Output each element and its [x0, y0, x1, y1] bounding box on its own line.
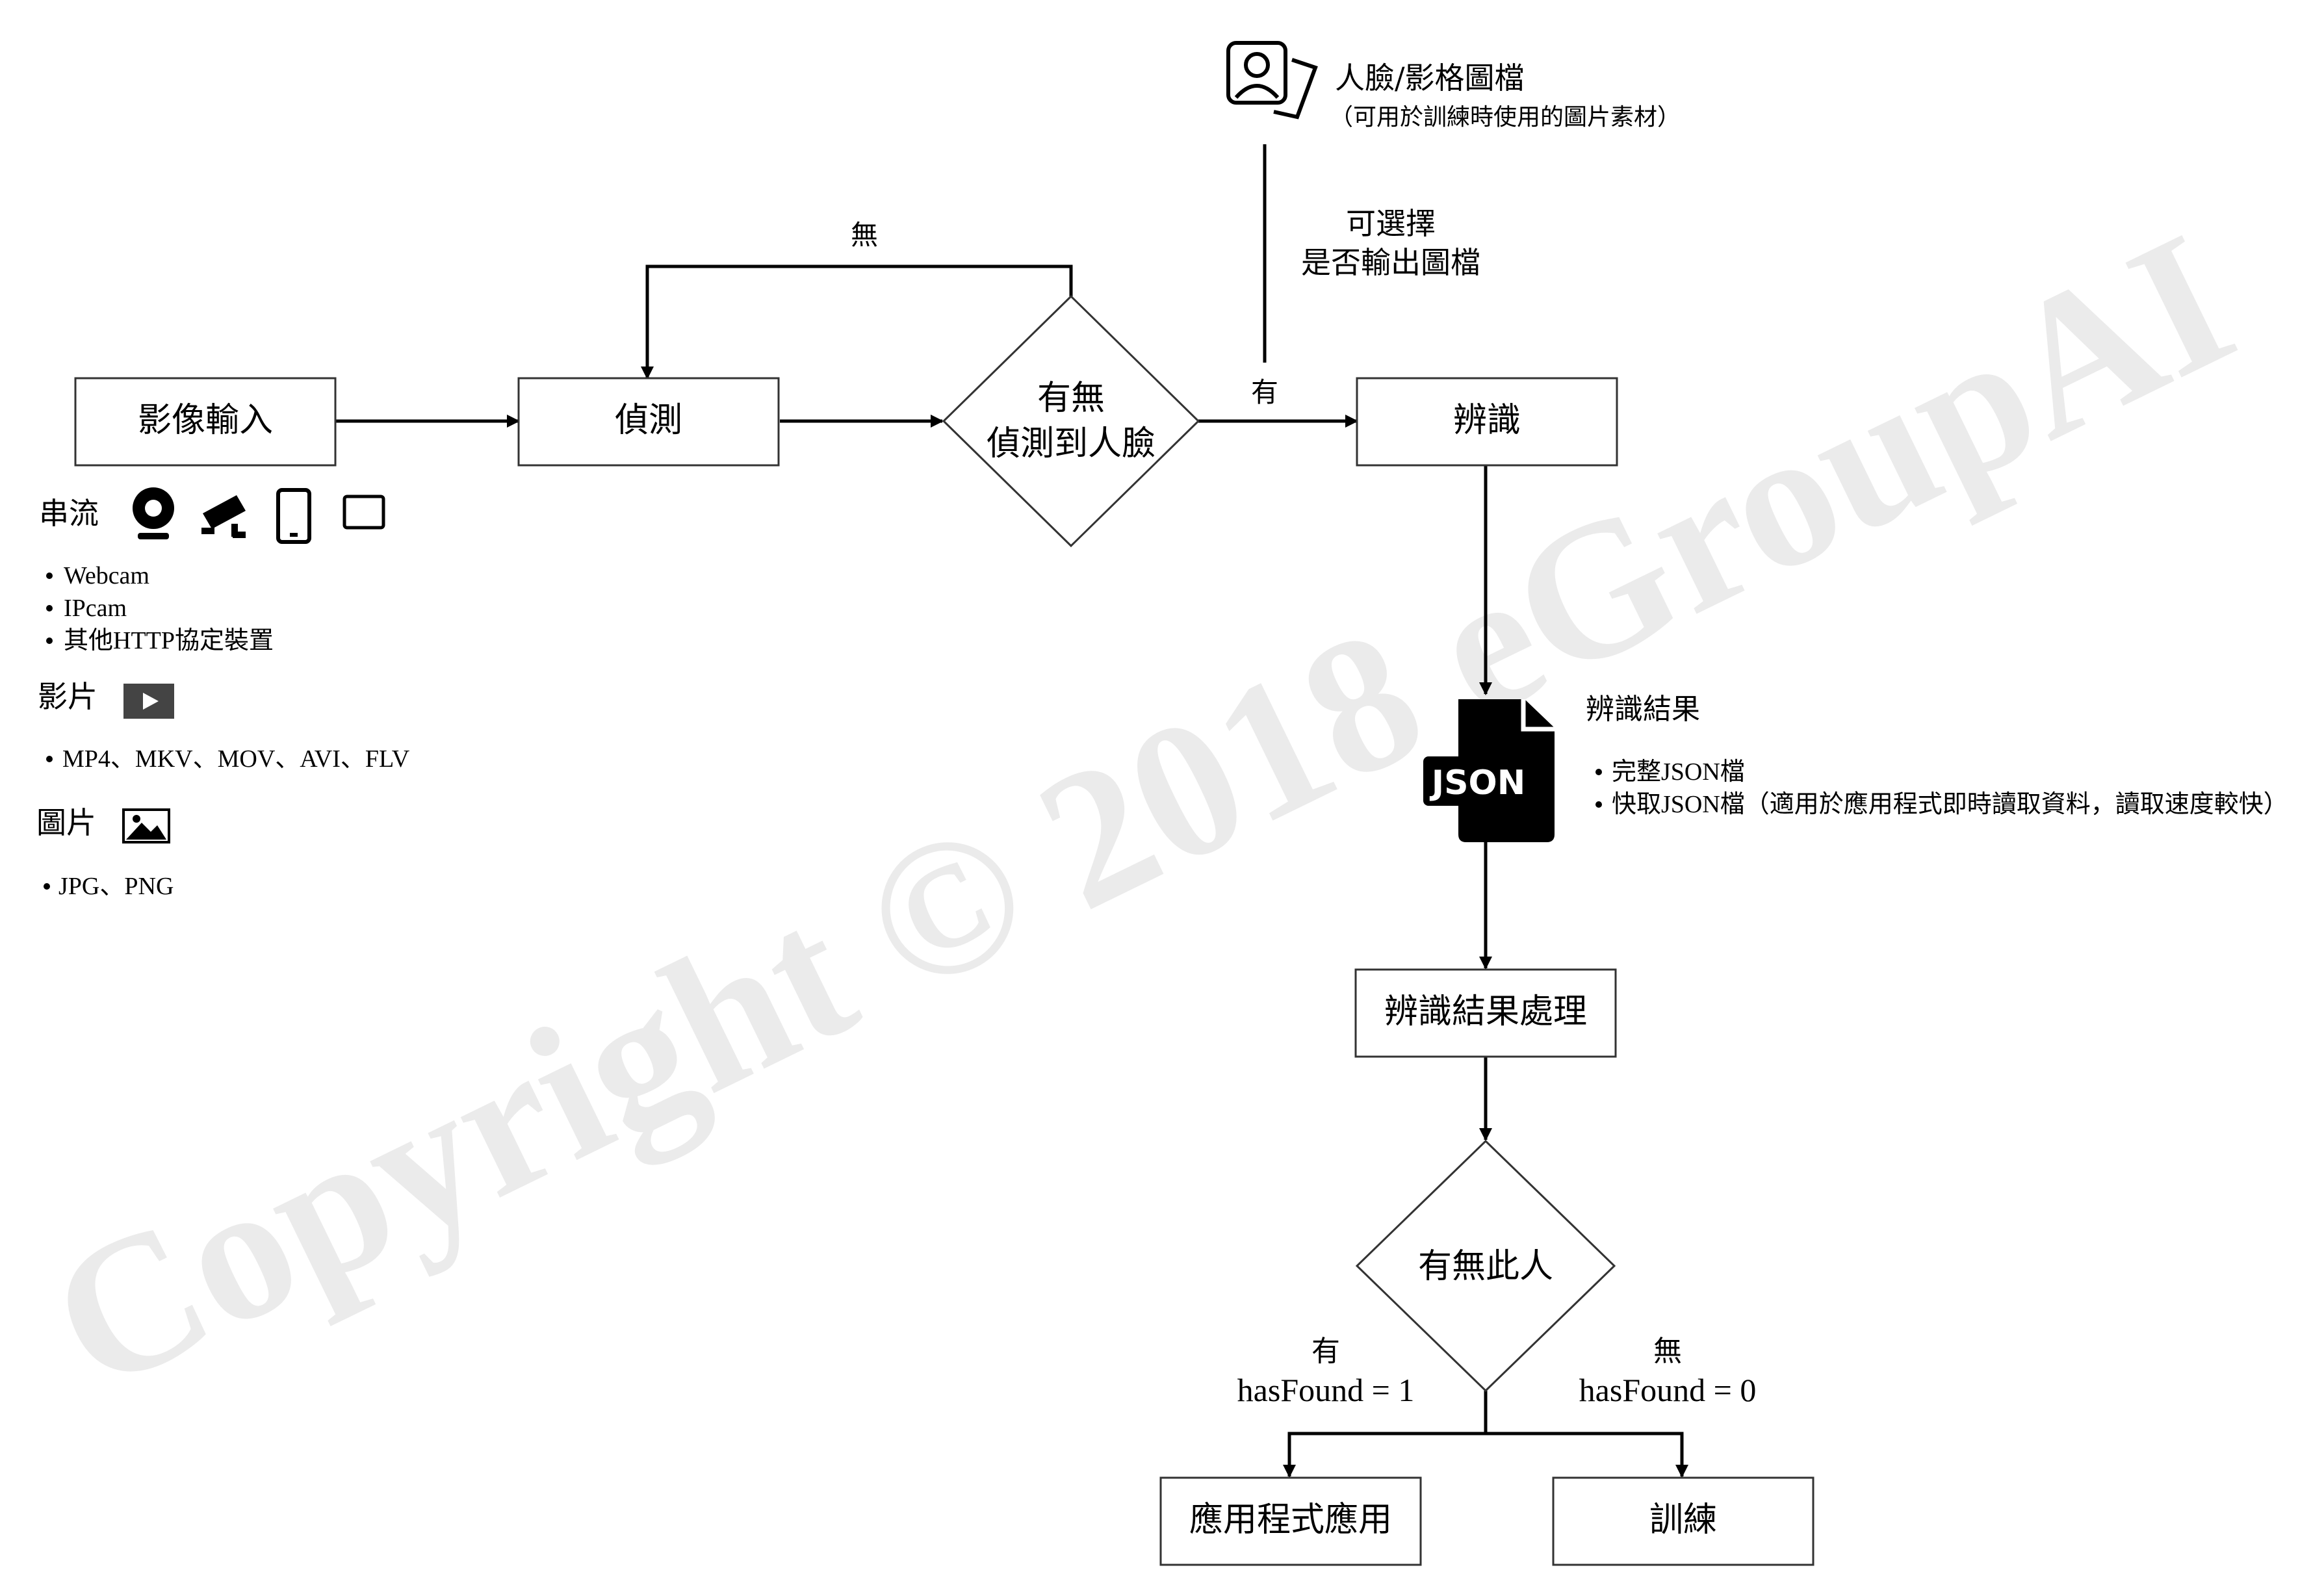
edge-label-optional-2: 是否輸出圖檔	[1301, 245, 1480, 280]
node-application: 應用程式應用	[1159, 1476, 1422, 1566]
svg-text:辨識結果處理: 辨識結果處理	[1384, 992, 1587, 1031]
edge-label-found-yes-value: hasFound = 1	[1237, 1372, 1415, 1408]
result-title: 辨識結果	[1586, 693, 1700, 726]
node-recognize: 辨識	[1356, 377, 1618, 467]
node-image-input: 影像輸入	[74, 377, 337, 467]
edge-label-found-no: 無	[1653, 1335, 1682, 1368]
image-item: JPG、PNG	[58, 873, 174, 900]
edge-label-found-yes: 有	[1311, 1335, 1340, 1368]
edge-label-optional-1: 可選擇	[1346, 206, 1436, 241]
video-label: 影片	[38, 679, 97, 714]
edge-label-found-no-value: hasFound = 0	[1579, 1372, 1757, 1408]
svg-text:影像輸入: 影像輸入	[138, 401, 273, 440]
stream-item: 其他HTTP協定裝置	[64, 627, 274, 654]
node-detect: 偵測	[517, 377, 780, 467]
stream-label: 串流	[39, 496, 99, 531]
connectors	[335, 144, 1688, 1478]
face-output-title: 人臉/影格圖檔	[1335, 60, 1525, 96]
decision-person-found: 有無此人	[1355, 1139, 1616, 1393]
svg-text:偵測到人臉: 偵測到人臉	[987, 424, 1156, 463]
stream-item: IPcam	[64, 595, 127, 622]
webcam-icon	[133, 487, 174, 539]
stream-item: Webcam	[64, 562, 149, 589]
result-item: 完整JSON檔	[1612, 758, 1745, 786]
result-item: 快取JSON檔（適用於應用程式即時讀取資料，讀取速度較快）	[1612, 791, 2288, 818]
json-file-icon: JSON	[1423, 699, 1555, 842]
image-label: 圖片	[36, 805, 96, 840]
svg-text:有無: 有無	[1037, 379, 1105, 418]
edge-label-face-yes: 有	[1251, 376, 1278, 408]
svg-text:訓練: 訓練	[1649, 1500, 1717, 1539]
svg-text:有無此人: 有無此人	[1418, 1247, 1553, 1286]
node-train: 訓練	[1552, 1476, 1814, 1566]
svg-text:偵測: 偵測	[615, 401, 682, 440]
video-item: MP4、MKV、MOV、AVI、FLV	[62, 745, 410, 773]
face-output-subtitle: （可用於訓練時使用的圖片素材）	[1330, 104, 1681, 131]
play-icon	[123, 684, 174, 719]
ip-camera-icon	[201, 495, 246, 538]
phone-icon	[276, 488, 311, 544]
json-icon-text: JSON	[1430, 764, 1526, 803]
face-portrait-icon	[1226, 41, 1318, 120]
tablet-icon	[342, 495, 385, 530]
node-result-process: 辨識結果處理	[1354, 968, 1617, 1058]
image-icon	[122, 808, 170, 843]
svg-text:應用程式應用: 應用程式應用	[1189, 1500, 1392, 1539]
svg-text:辨識: 辨識	[1453, 401, 1521, 440]
decision-face-detected: 有無 偵測到人臉	[942, 294, 1200, 548]
edge-label-no-face: 無	[851, 219, 878, 251]
